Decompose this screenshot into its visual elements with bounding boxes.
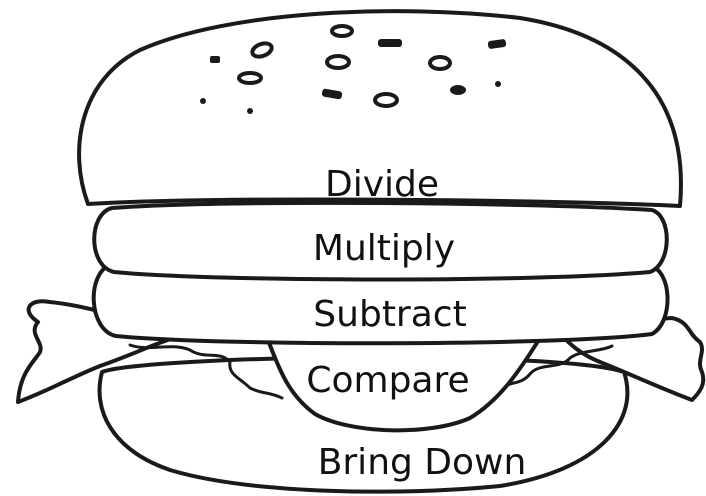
top-bun	[77, 9, 683, 208]
step-multiply-label: Multiply	[313, 228, 455, 269]
step-divide-label: Divide	[325, 164, 439, 205]
sesame-seeds	[200, 24, 507, 114]
step-subtract-label: Subtract	[313, 294, 466, 335]
step-compare-label: Compare	[306, 360, 469, 401]
upper-patty	[92, 200, 669, 282]
step-bring-down-label: Bring Down	[318, 442, 527, 483]
